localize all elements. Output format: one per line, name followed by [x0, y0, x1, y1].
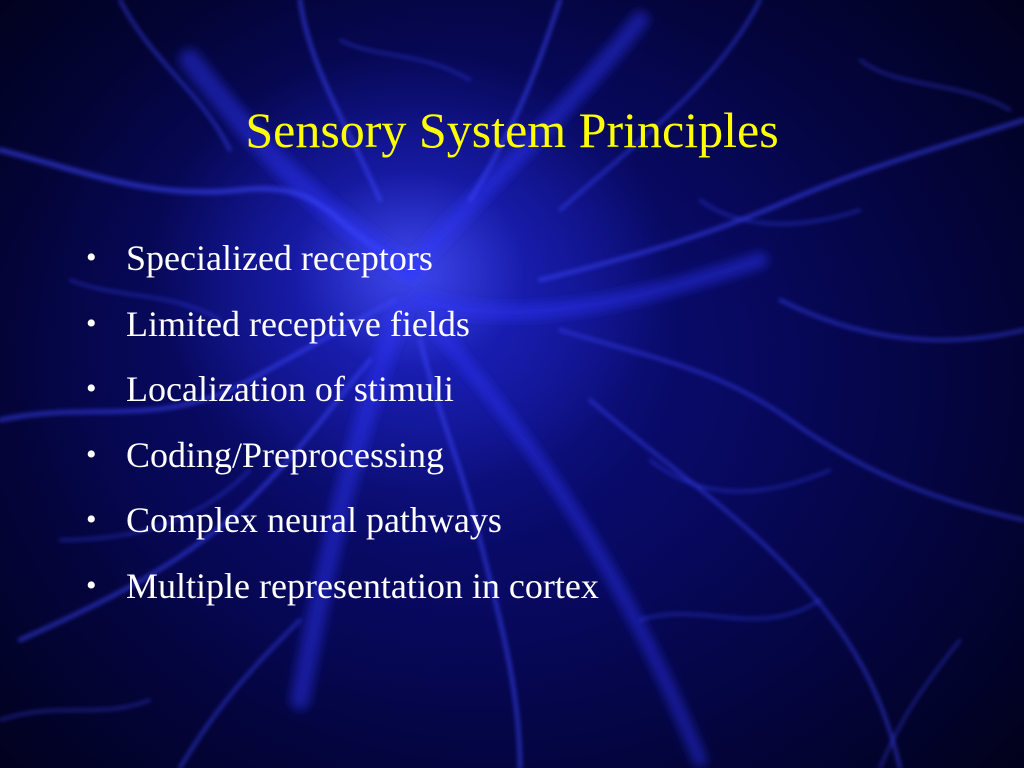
bullet-icon: •: [86, 437, 97, 471]
bullet-list: • Specialized receptors • Limited recept…: [86, 232, 599, 625]
bullet-item: • Specialized receptors: [86, 232, 599, 298]
bullet-icon: •: [86, 241, 97, 274]
bullet-icon: •: [86, 568, 97, 602]
bullet-text: Localization of stimuli: [126, 369, 454, 409]
bullet-item: • Coding/Preprocessing: [86, 429, 599, 495]
bullet-text: Specialized receptors: [126, 238, 433, 278]
bullet-icon: •: [86, 372, 97, 405]
bullet-item: • Limited receptive fields: [86, 298, 599, 364]
bullet-item: • Complex neural pathways: [86, 494, 599, 560]
bullet-item: • Localization of stimuli: [86, 363, 599, 429]
bullet-text: Coding/Preprocessing: [126, 434, 444, 475]
bullet-text: Multiple representation in cortex: [126, 565, 599, 606]
bullet-icon: •: [86, 503, 97, 536]
bullet-text: Complex neural pathways: [126, 500, 502, 540]
bullet-text: Limited receptive fields: [126, 303, 470, 344]
slide-title: Sensory System Principles: [245, 102, 779, 158]
bullet-item: • Multiple representation in cortex: [86, 560, 599, 626]
bullet-icon: •: [86, 306, 97, 340]
